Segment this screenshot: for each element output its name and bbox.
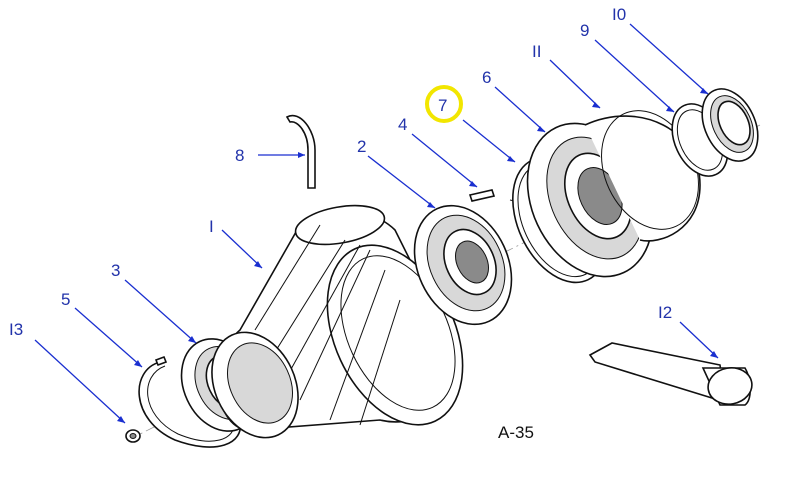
part-8-tube xyxy=(285,114,316,189)
leader-4 xyxy=(411,133,478,188)
callout-3[interactable]: 3 xyxy=(111,261,120,280)
leader-10 xyxy=(629,23,709,95)
leader-11 xyxy=(549,59,601,109)
callout-2[interactable]: 2 xyxy=(357,137,366,156)
callout-7[interactable]: 7 xyxy=(438,96,447,115)
leader-9 xyxy=(594,39,675,113)
callout-13[interactable]: I3 xyxy=(9,320,23,339)
callout-12[interactable]: I2 xyxy=(658,303,672,322)
leader-2 xyxy=(367,155,436,209)
callout-7-highlight-circle xyxy=(425,85,463,123)
callout-8[interactable]: 8 xyxy=(235,146,244,165)
callout-9[interactable]: 9 xyxy=(580,21,589,40)
leader-5 xyxy=(74,307,143,368)
callout-6[interactable]: 6 xyxy=(482,68,491,87)
callout-10[interactable]: I0 xyxy=(612,5,626,24)
callout-1[interactable]: I xyxy=(209,217,214,236)
leader-7 xyxy=(462,119,516,163)
callout-4[interactable]: 4 xyxy=(398,115,407,134)
leader-1 xyxy=(221,229,263,269)
part-1-cone-housing xyxy=(211,204,464,439)
callout-5[interactable]: 5 xyxy=(61,290,70,309)
part-12-sealant-tube xyxy=(588,342,753,406)
leader-13 xyxy=(34,339,126,424)
leader-lines xyxy=(34,23,719,424)
callout-11[interactable]: II xyxy=(532,42,541,61)
part-10-ring xyxy=(701,88,759,162)
leader-6 xyxy=(494,86,546,133)
leader-3 xyxy=(124,279,197,344)
part-13-washer xyxy=(125,429,141,443)
part-2-bearing xyxy=(413,204,513,326)
figure-label: A-35 xyxy=(498,423,534,442)
leader-12 xyxy=(679,321,719,359)
